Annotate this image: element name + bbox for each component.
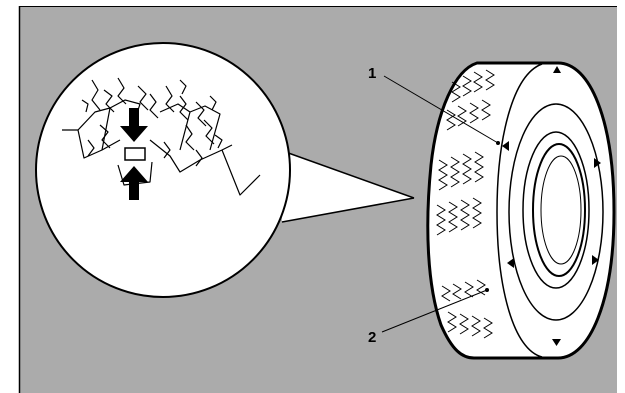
wear-indicator-triangle <box>552 339 561 346</box>
wheel-rim-outer <box>522 131 590 289</box>
magnifier-connector-edge <box>281 197 415 223</box>
magnifier-circle <box>35 42 291 298</box>
magnified-wear-bar <box>124 147 146 161</box>
wheel-rim-inner <box>532 143 586 277</box>
leader-line-2 <box>381 289 488 333</box>
tread-pattern <box>436 69 495 339</box>
wear-indicator-triangles <box>502 66 601 346</box>
callout-label-2: 2 <box>368 329 376 346</box>
wear-indicator-triangle <box>594 158 601 168</box>
tire-sidewall-ring <box>508 103 604 321</box>
wear-indicator-triangle <box>507 258 514 268</box>
magnified-tread-detail <box>35 42 415 298</box>
down-arrow-icon <box>120 108 148 142</box>
callout-1: 1 <box>368 65 499 144</box>
magnifier-connector-edge <box>279 149 415 199</box>
wheel-rim-center <box>540 155 582 265</box>
up-arrow-icon <box>120 166 148 200</box>
tire <box>426 61 616 360</box>
tread-sidewall-edge <box>496 63 543 358</box>
callout-label-1: 1 <box>368 65 376 82</box>
callout-2: 2 <box>368 289 488 346</box>
leader-line-1 <box>383 75 499 144</box>
wear-indicator-triangle <box>592 255 599 265</box>
wear-indicator-triangle <box>553 66 561 73</box>
wear-indicator-triangle <box>502 141 509 151</box>
tire-tread-surface <box>426 61 616 360</box>
magnified-tread-blocks <box>62 77 261 196</box>
